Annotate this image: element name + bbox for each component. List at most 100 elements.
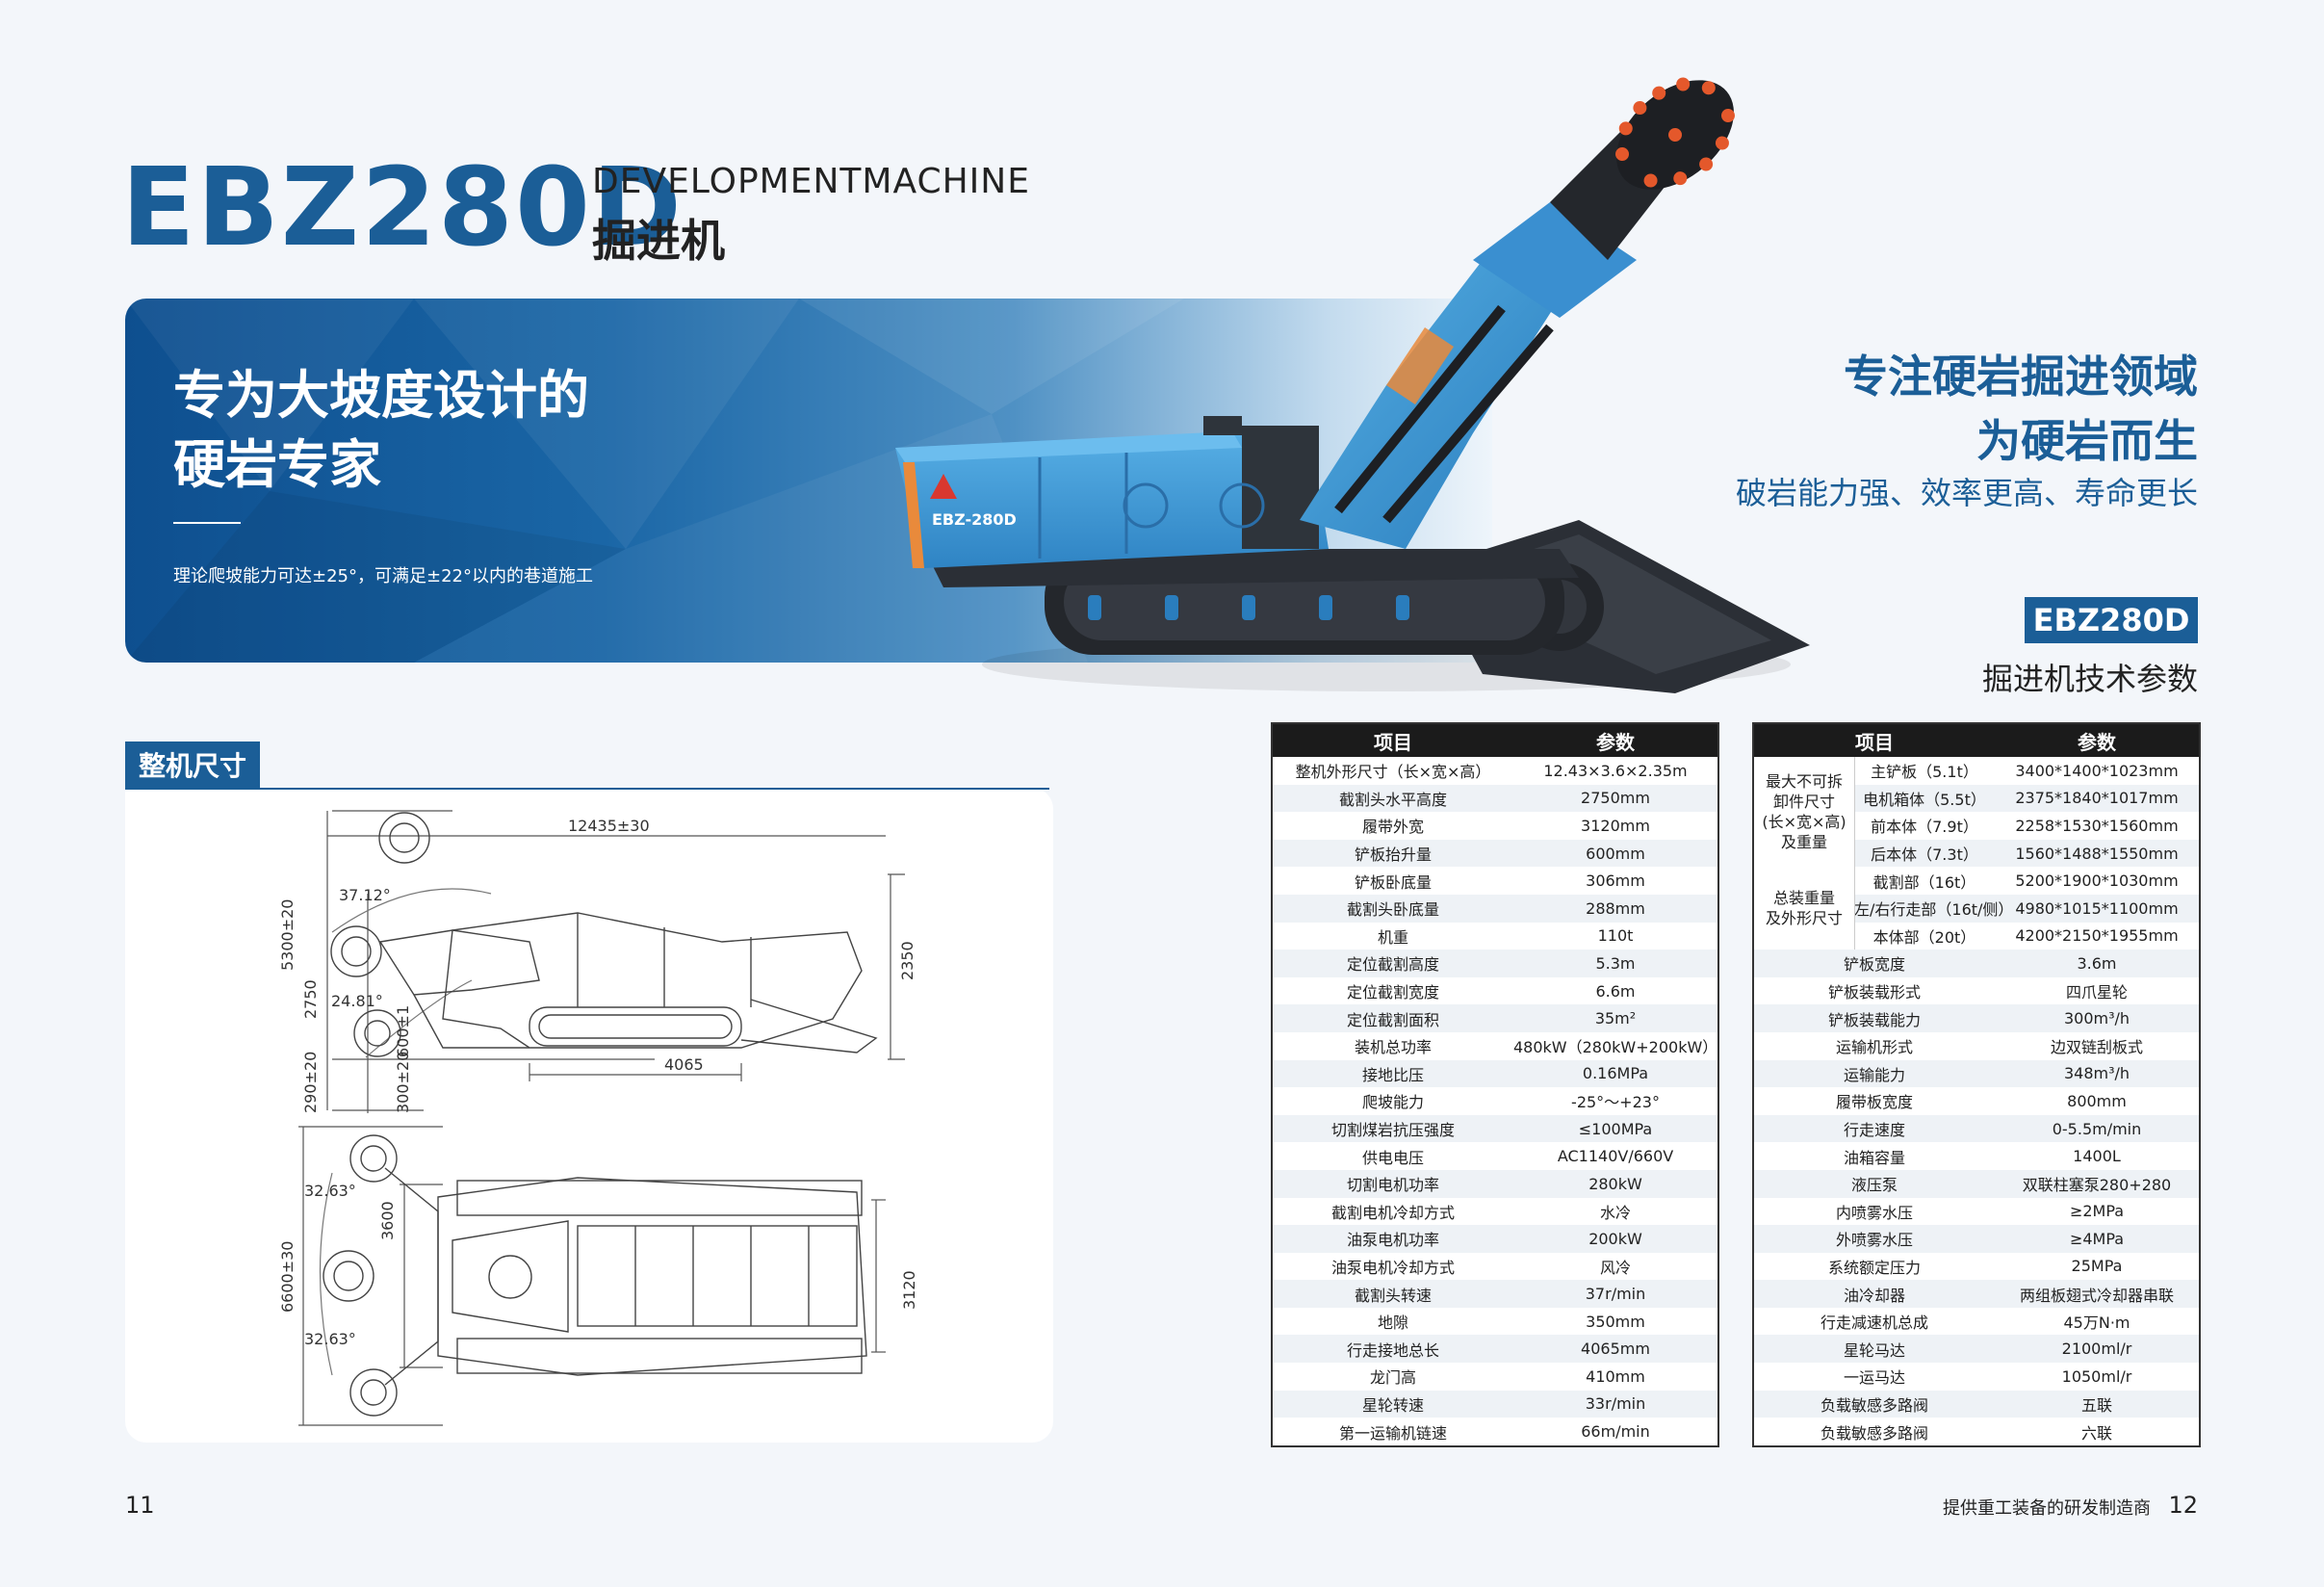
table-row: 油泵电机功率 200kW xyxy=(1273,1225,1717,1253)
spec-caption: 掘进机技术参数 xyxy=(1981,661,2198,697)
cell-item: 截割电机冷却方式 xyxy=(1330,1203,1455,1222)
cell-value: 6.6m xyxy=(1595,981,1636,1001)
cell-item: 行走接地总长 xyxy=(1346,1340,1439,1360)
cell-value: 3400*1400*1023mm xyxy=(2015,761,2179,780)
cell-value: 37r/min xyxy=(1585,1285,1646,1304)
cell-item: 油箱容量 xyxy=(1843,1148,1905,1167)
cell-value: 水冷 xyxy=(1599,1203,1631,1222)
cell-value: 1400L xyxy=(2073,1147,2121,1166)
table-row: 本体部（20t） 4200*2150*1955mm xyxy=(1754,923,2199,950)
dim-plan-angle-bottom: 32.63° xyxy=(304,1330,356,1348)
cell-item: 铲板装载能力 xyxy=(1827,1010,1921,1029)
col-value: 参数 xyxy=(1596,730,1635,754)
cell-value: 双联柱塞泵280+280 xyxy=(2022,1176,2172,1195)
dim-depth-below: 290±20 xyxy=(301,1052,320,1113)
dim-angle-bottom: 24.81° xyxy=(331,992,383,1010)
cell-item: 截割头水平高度 xyxy=(1338,790,1447,809)
table-row: 油冷却器两组板翅式冷却器串联 xyxy=(1754,1280,2199,1308)
table-row: 截割电机冷却方式 水冷 xyxy=(1273,1198,1717,1226)
cell-item: 负载敏感多路阀 xyxy=(1820,1423,1928,1443)
subtitle-cn: 掘进机 xyxy=(592,215,725,267)
dim-width-body: 3120 xyxy=(900,1270,918,1310)
table-row: 铲板装载形式四爪星轮 xyxy=(1754,977,2199,1005)
cell-value: 4200*2150*1955mm xyxy=(2015,926,2179,946)
cell-value: 四爪星轮 xyxy=(2065,983,2128,1002)
cell-value: 33r/min xyxy=(1585,1394,1646,1414)
cell-item: 左/右行走部（16t/侧） xyxy=(1854,900,2014,920)
table-row: 内喷雾水压 ≥2MPa xyxy=(1754,1198,2199,1226)
table-row: 整机外形尺寸（长×宽×高）12.43×3.6×2.35m xyxy=(1273,757,1717,785)
cell-item: 内喷雾水压 xyxy=(1835,1203,1913,1222)
cell-item: 本体部（20t） xyxy=(1872,927,1976,947)
cell-item: 定位截割面积 xyxy=(1346,1010,1439,1029)
table-row: 切割煤岩抗压强度≤100MPa xyxy=(1273,1114,1717,1143)
cell-item: 定位截割宽度 xyxy=(1346,983,1439,1002)
model-title: EBZ280D xyxy=(121,145,684,271)
dim-gap-300: 300±20 xyxy=(394,1052,412,1113)
table-row: 定位截割宽度 6.6m xyxy=(1273,977,1717,1005)
col-value: 参数 xyxy=(2078,730,2116,754)
cell-value: 1560*1488*1550mm xyxy=(2015,844,2179,863)
cell-item: 履带板宽度 xyxy=(1835,1093,1913,1112)
cell-value: 4980*1015*1100mm xyxy=(2015,898,2179,918)
cell-item: 接地比压 xyxy=(1361,1065,1424,1084)
cell-value: ≥2MPa xyxy=(2069,1202,2125,1221)
cell-value: 200kW xyxy=(1588,1229,1642,1248)
table-row: 切割电机功率 280kW xyxy=(1273,1169,1717,1198)
cell-item: 系统额定压力 xyxy=(1827,1258,1921,1277)
cell-item: 行走速度 xyxy=(1843,1121,1905,1140)
dim-width-3600: 3600 xyxy=(378,1201,397,1240)
table-row: 油箱容量 1400L xyxy=(1754,1142,2199,1170)
cell-value: 2100ml/r xyxy=(2061,1340,2132,1359)
cell-value: 12.43×3.6×2.35m xyxy=(1543,761,1688,780)
cell-value: 六联 xyxy=(2080,1423,2112,1443)
cell-item: 油泵电机功率 xyxy=(1346,1231,1439,1250)
col-item: 项目 xyxy=(1374,730,1412,754)
dimension-drawing-panel: 12435±30 37.12° 24.81° 4065 5300±20 2750… xyxy=(125,788,1053,1443)
table-row: 运输机形式边双链刮板式 xyxy=(1754,1032,2199,1060)
cell-item: 切割电机功率 xyxy=(1346,1176,1439,1195)
cell-value: 348m³/h xyxy=(2063,1064,2130,1083)
cell-item: 星轮马达 xyxy=(1843,1340,1905,1360)
cell-value: 0-5.5m/min xyxy=(2052,1119,2142,1138)
cell-value: 2258*1530*1560mm xyxy=(2015,816,2179,835)
table-row: 负载敏感多路阀五联 xyxy=(1754,1390,2199,1418)
dim-length: 12435±30 xyxy=(568,817,650,835)
cell-value: ≤100MPa xyxy=(1578,1119,1653,1138)
dim-height-body: 2350 xyxy=(898,941,917,980)
group-label-max-parts: 最大不可拆 卸件尺寸 (长×宽×高) 及重量 xyxy=(1754,757,1855,868)
cell-item: 地隙 xyxy=(1377,1314,1408,1333)
dim-angle-top: 37.12° xyxy=(339,886,391,904)
dim-height-total: 5300±20 xyxy=(278,899,297,971)
subtitle-en: DEVELOPMENTMACHINE xyxy=(592,162,1030,201)
dimension-section-label: 整机尺寸 xyxy=(125,741,260,788)
cell-value: 410mm xyxy=(1586,1366,1645,1386)
cell-item: 截割部（16t） xyxy=(1872,872,1976,892)
cell-item: 供电电压 xyxy=(1361,1148,1424,1167)
cell-value: AC1140V/660V xyxy=(1557,1147,1674,1166)
tagline-secondary: 为硬岩而生 xyxy=(1976,415,2198,467)
cell-item: 后本体（7.3t） xyxy=(1871,846,1978,865)
dim-plan-angle-top: 32.63° xyxy=(304,1182,356,1200)
cell-value: 45万N·m xyxy=(2063,1314,2130,1333)
dim-shovel-600: 600±1 xyxy=(394,1005,412,1057)
cell-value: 0.16MPa xyxy=(1582,1064,1649,1083)
cell-item: 第一运输机链速 xyxy=(1338,1423,1447,1443)
footer-tagline: 提供重工装备的研发制造商 xyxy=(1943,1498,2151,1519)
cell-value: 110t xyxy=(1597,926,1634,946)
cell-value: 280kW xyxy=(1588,1174,1642,1193)
cell-value: 5200*1900*1030mm xyxy=(2015,872,2179,891)
cell-item: 前本体（7.9t） xyxy=(1871,818,1978,837)
dim-track-length: 4065 xyxy=(664,1055,704,1074)
table-row: 油泵电机冷却方式风冷 xyxy=(1273,1253,1717,1281)
cell-item: 油冷却器 xyxy=(1843,1286,1905,1305)
cell-value: 4065mm xyxy=(1581,1340,1650,1359)
